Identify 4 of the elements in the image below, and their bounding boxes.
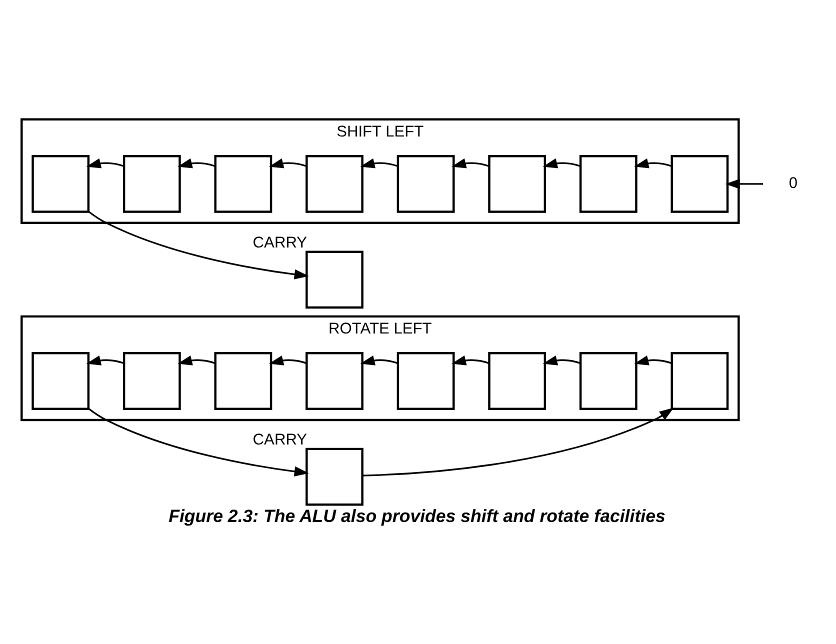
caption: Figure 2.3: The ALU also provides shift and rotate facilities xyxy=(168,506,666,526)
node-text: 0 xyxy=(788,175,798,192)
node-label: CARRY xyxy=(252,432,308,449)
node-label: CARRY xyxy=(252,234,308,252)
